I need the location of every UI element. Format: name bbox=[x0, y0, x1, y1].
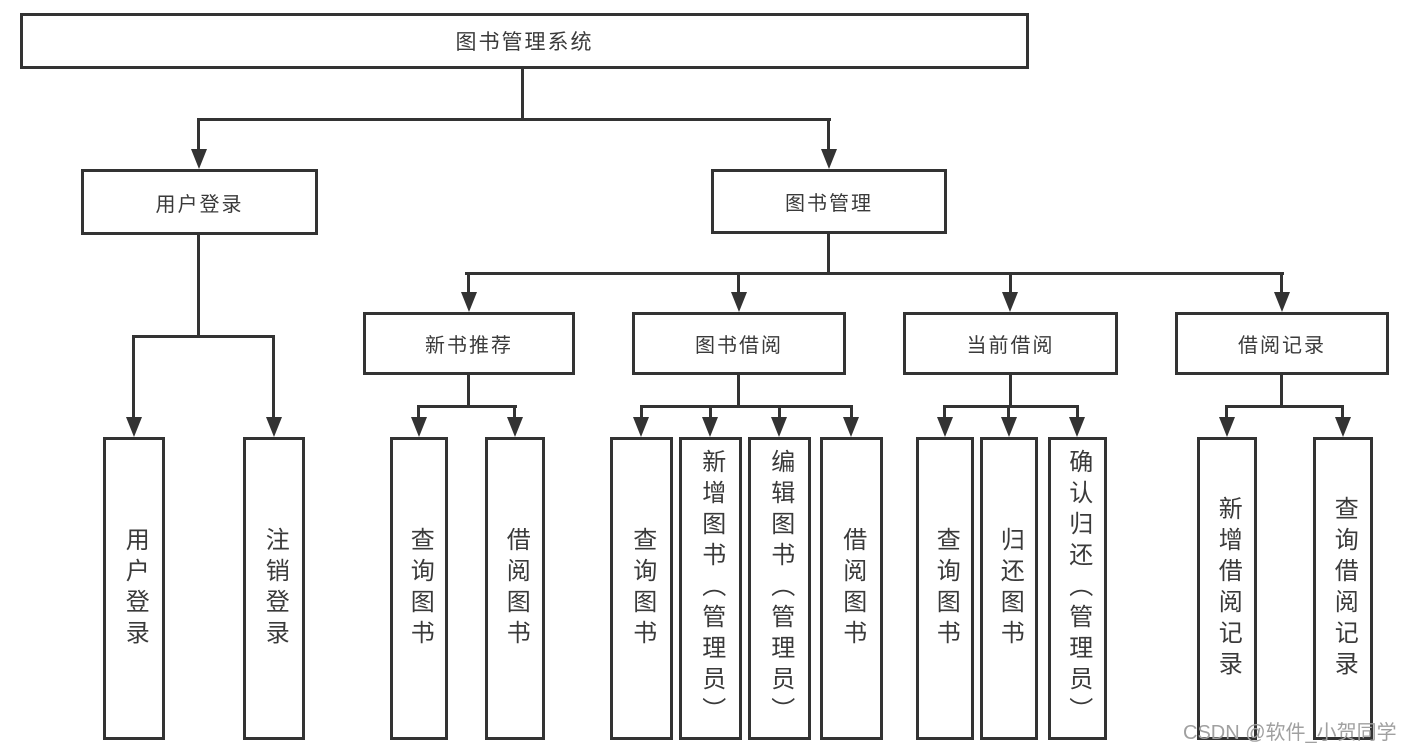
node-current-borrow-label: 当前借阅 bbox=[966, 335, 1055, 357]
leaf-edit-books-admin-label: 编辑图书（管理员） bbox=[766, 449, 794, 728]
arrow-down-icon bbox=[126, 417, 142, 437]
node-book-borrow: 图书借阅 bbox=[632, 312, 846, 375]
node-borrow-records: 借阅记录 bbox=[1175, 312, 1389, 375]
leaf-query-books-recommend: 查询图书 bbox=[390, 437, 448, 740]
connector-line bbox=[943, 405, 946, 419]
connector-line bbox=[1226, 405, 1344, 408]
leaf-borrow-books-recommend-label: 借阅图书 bbox=[502, 526, 530, 651]
arrow-down-icon bbox=[771, 417, 787, 437]
node-user-login: 用户登录 bbox=[81, 169, 318, 235]
arrow-down-icon bbox=[1069, 417, 1085, 437]
arrow-down-icon bbox=[731, 292, 747, 312]
arrow-down-icon bbox=[507, 417, 523, 437]
connector-line bbox=[1225, 405, 1228, 419]
connector-line bbox=[197, 118, 831, 121]
leaf-confirm-return-admin: 确认归还（管理员） bbox=[1048, 437, 1107, 740]
node-book-borrow-label: 图书借阅 bbox=[695, 335, 783, 357]
node-book-management: 图书管理 bbox=[711, 169, 947, 234]
csdn-watermark: CSDN @软件_小贺同学 bbox=[1183, 722, 1397, 744]
leaf-logout: 注销登录 bbox=[243, 437, 305, 740]
connector-line bbox=[1009, 375, 1012, 408]
connector-line bbox=[709, 405, 712, 419]
leaf-query-borrow-record-label: 查询借阅记录 bbox=[1330, 495, 1358, 682]
connector-line bbox=[133, 335, 275, 338]
arrow-down-icon bbox=[461, 292, 477, 312]
leaf-borrow-books-label: 借阅图书 bbox=[838, 526, 866, 651]
arrow-down-icon bbox=[843, 417, 859, 437]
leaf-query-books-current-label: 查询图书 bbox=[932, 526, 960, 651]
connector-line bbox=[1007, 405, 1010, 419]
connector-line bbox=[827, 234, 830, 275]
connector-line bbox=[418, 405, 517, 408]
arrow-down-icon bbox=[191, 149, 207, 169]
leaf-add-books-admin-label: 新增图书（管理员） bbox=[697, 449, 725, 728]
leaf-query-books-current: 查询图书 bbox=[916, 437, 974, 740]
leaf-edit-books-admin: 编辑图书（管理员） bbox=[748, 437, 811, 740]
node-borrow-records-label: 借阅记录 bbox=[1238, 335, 1326, 357]
node-book-management-label: 图书管理 bbox=[785, 193, 873, 215]
node-new-book-recommend: 新书推荐 bbox=[363, 312, 575, 375]
arrow-down-icon bbox=[702, 417, 718, 437]
connector-line bbox=[1280, 272, 1283, 292]
node-current-borrow: 当前借阅 bbox=[903, 312, 1118, 375]
leaf-add-borrow-record: 新增借阅记录 bbox=[1197, 437, 1257, 740]
connector-line bbox=[467, 375, 470, 408]
connector-line bbox=[737, 272, 740, 292]
arrow-down-icon bbox=[1001, 417, 1017, 437]
leaf-user-login-label: 用户登录 bbox=[121, 526, 149, 651]
leaf-query-borrow-record: 查询借阅记录 bbox=[1313, 437, 1373, 740]
arrow-down-icon bbox=[1274, 292, 1290, 312]
connector-line bbox=[850, 405, 853, 419]
arrow-down-icon bbox=[411, 417, 427, 437]
connector-line bbox=[640, 405, 852, 408]
leaf-borrow-books-recommend: 借阅图书 bbox=[485, 437, 545, 740]
arrow-down-icon bbox=[937, 417, 953, 437]
connector-line bbox=[1341, 405, 1344, 419]
connector-line bbox=[521, 69, 524, 121]
connector-line bbox=[778, 405, 781, 419]
arrow-down-icon bbox=[821, 149, 837, 169]
connector-line bbox=[640, 405, 643, 419]
connector-line bbox=[737, 375, 740, 408]
arrow-down-icon bbox=[633, 417, 649, 437]
connector-line bbox=[513, 405, 516, 419]
connector-line bbox=[465, 272, 1284, 275]
connector-line bbox=[197, 118, 200, 150]
node-root: 图书管理系统 bbox=[20, 13, 1029, 69]
leaf-query-books-borrow-label: 查询图书 bbox=[628, 526, 656, 651]
leaf-return-books: 归还图书 bbox=[980, 437, 1038, 740]
leaf-query-books-borrow: 查询图书 bbox=[610, 437, 673, 740]
leaf-borrow-books: 借阅图书 bbox=[820, 437, 883, 740]
arrow-down-icon bbox=[1002, 292, 1018, 312]
leaf-query-books-recommend-label: 查询图书 bbox=[406, 526, 434, 651]
arrow-down-icon bbox=[266, 417, 282, 437]
leaf-add-books-admin: 新增图书（管理员） bbox=[679, 437, 742, 740]
node-new-book-recommend-label: 新书推荐 bbox=[425, 335, 513, 357]
connector-line bbox=[827, 118, 830, 150]
connector-line bbox=[1280, 375, 1283, 408]
leaf-add-borrow-record-label: 新增借阅记录 bbox=[1214, 495, 1242, 682]
connector-line bbox=[467, 272, 470, 292]
connector-line bbox=[1076, 405, 1079, 419]
leaf-confirm-return-admin-label: 确认归还（管理员） bbox=[1064, 449, 1092, 728]
connector-line bbox=[197, 235, 200, 335]
arrow-down-icon bbox=[1335, 417, 1351, 437]
leaf-return-books-label: 归还图书 bbox=[996, 526, 1024, 651]
leaf-user-login: 用户登录 bbox=[103, 437, 165, 740]
node-root-label: 图书管理系统 bbox=[455, 31, 594, 54]
connector-line bbox=[944, 405, 1078, 408]
connector-line bbox=[272, 335, 275, 417]
arrow-down-icon bbox=[1219, 417, 1235, 437]
connector-line bbox=[1009, 272, 1012, 292]
node-user-login-label: 用户登录 bbox=[155, 193, 244, 216]
leaf-logout-label: 注销登录 bbox=[261, 526, 289, 651]
connector-line bbox=[417, 405, 420, 419]
connector-line bbox=[132, 335, 135, 417]
